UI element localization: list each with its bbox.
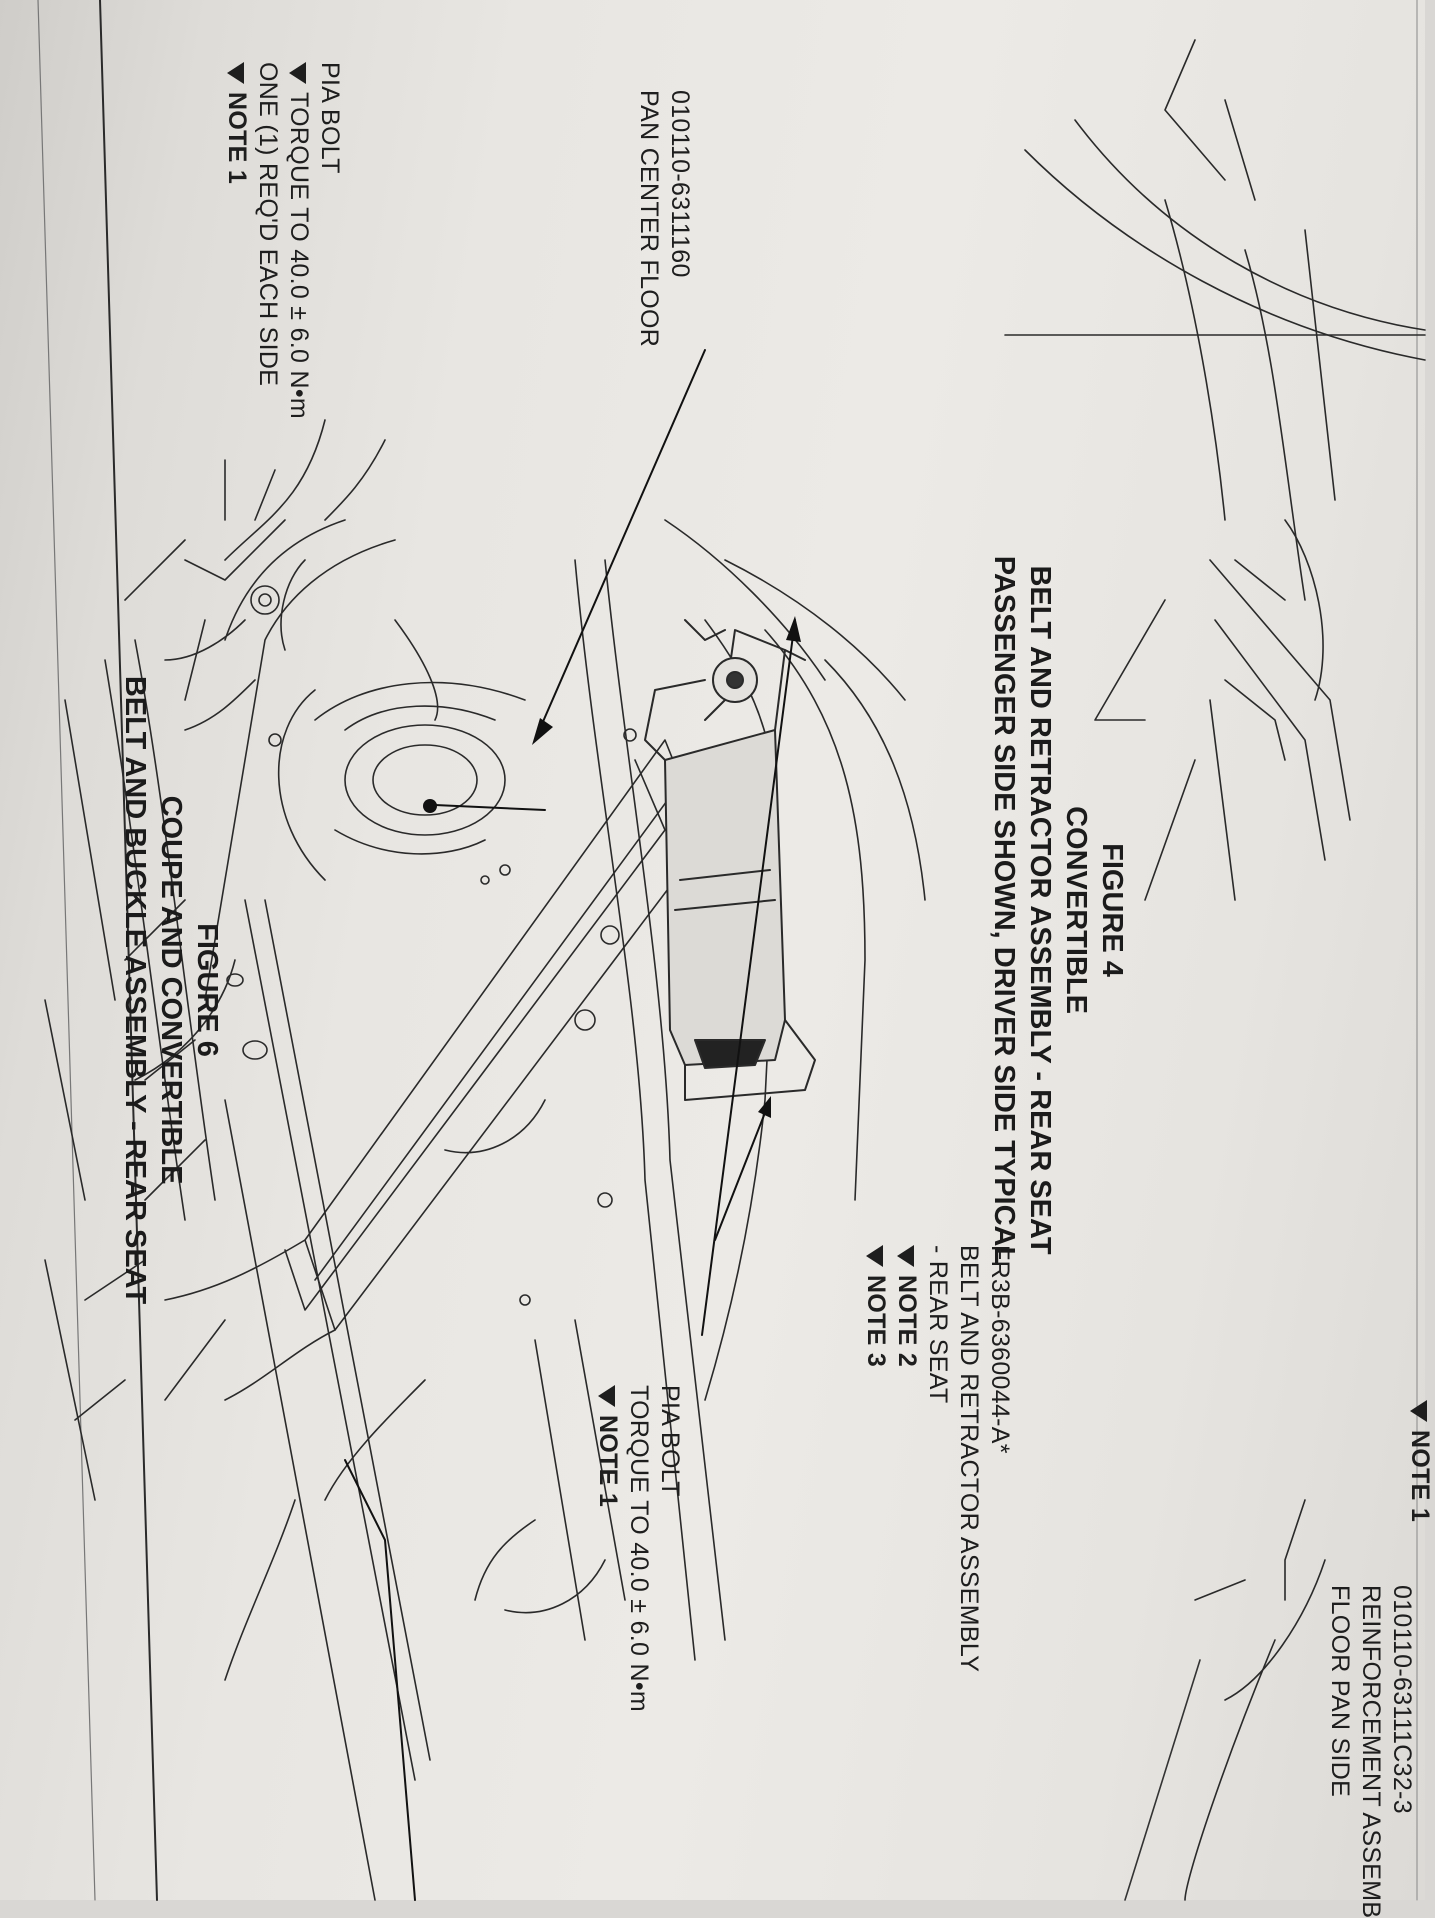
torque-spec: TORQUE TO 40.0 ± 6.0 N•m xyxy=(625,1385,653,1712)
leader-lines xyxy=(344,349,796,1901)
torque-spec: TORQUE TO 40.0 ± 6.0 N•m xyxy=(285,92,313,419)
page-edge-shadow xyxy=(37,0,96,1901)
note-ref: NOTE 3 xyxy=(862,1275,890,1368)
callout-pia-bolt-bottom: PIA BOLT TORQUE TO 40.0 ± 6.0 N•m NOTE 1 xyxy=(592,1385,685,1712)
floor-pan-illustration xyxy=(44,419,926,1901)
note-ref: NOTE 1 xyxy=(1406,1430,1434,1523)
note-triangle-icon xyxy=(1410,1400,1427,1422)
note-ref: NOTE 1 xyxy=(594,1415,622,1508)
page-edge-line xyxy=(99,0,158,1901)
pan-center-floor-leader xyxy=(534,349,706,741)
callout-reinforcement: 010110-63111C32-3 REINFORCEMENT ASSEMB F… xyxy=(1324,1585,1417,1918)
belt-retractor-leader xyxy=(714,1099,771,1241)
callout-pan-center-floor: 010110-6311160 PAN CENTER FLOOR xyxy=(633,90,695,347)
callout-name: PIA BOLT xyxy=(316,62,344,174)
part-description: PAN CENTER FLOOR xyxy=(635,90,663,348)
reinforcement-leader xyxy=(344,1459,416,1901)
figure-subtitle: CONVERTIBLE xyxy=(1060,806,1092,1014)
part-description: REINFORCEMENT ASSEMB xyxy=(1357,1585,1385,1918)
note-triangle-icon xyxy=(227,62,244,84)
upper-figure-fragment xyxy=(1004,39,1426,1901)
figure-title: FIGURE 6 xyxy=(191,923,223,1057)
callout-pia-bolt-top: PIA BOLT TORQUE TO 40.0 ± 6.0 N•m ONE (1… xyxy=(221,62,345,419)
arrowheads xyxy=(423,616,801,1118)
belt-buckle-assembly xyxy=(644,619,816,1101)
figure-title: FIGURE 4 xyxy=(1096,843,1128,977)
part-description: BELT AND RETRACTOR ASSEMBLY xyxy=(955,1245,983,1673)
note-ref: NOTE 2 xyxy=(893,1275,921,1368)
part-number: 010110-6311160 xyxy=(666,90,694,278)
figure-6-caption: FIGURE 6 COUPE AND CONVERTIBLE BELT AND … xyxy=(117,540,225,1440)
floor-pan-dimple xyxy=(344,724,506,836)
note-triangle-icon xyxy=(289,62,306,84)
part-number: FR3B-6360044-A* xyxy=(986,1245,1014,1454)
figure-description: BELT AND RETRACTOR ASSEMBLY - REAR SEAT xyxy=(1024,565,1056,1255)
bolt-centerline xyxy=(434,804,546,811)
callout-belt-retractor: FR3B-6360044-A* BELT AND RETRACTOR ASSEM… xyxy=(860,1245,1015,1672)
callout-cut-note: NOTE 1 xyxy=(1404,1400,1435,1522)
figure-description: BELT AND BUCKLE ASSEMBLY - REAR SEAT xyxy=(119,675,151,1305)
part-description-2: FLOOR PAN SIDE xyxy=(1326,1585,1354,1798)
note-triangle-icon xyxy=(866,1245,883,1267)
part-number: 010110-63111C32-3 xyxy=(1388,1585,1416,1814)
note-triangle-icon xyxy=(897,1245,914,1267)
pia-bolt-bottom-leader xyxy=(701,619,796,1336)
part-description-2: - REAR SEAT xyxy=(924,1245,952,1404)
quantity-spec: ONE (1) REQ'D EACH SIDE xyxy=(254,62,282,387)
callout-name: PIA BOLT xyxy=(656,1385,684,1497)
note-triangle-icon xyxy=(598,1385,615,1407)
note-ref: NOTE 1 xyxy=(223,92,251,185)
figure-subtitle: COUPE AND CONVERTIBLE xyxy=(155,795,187,1185)
